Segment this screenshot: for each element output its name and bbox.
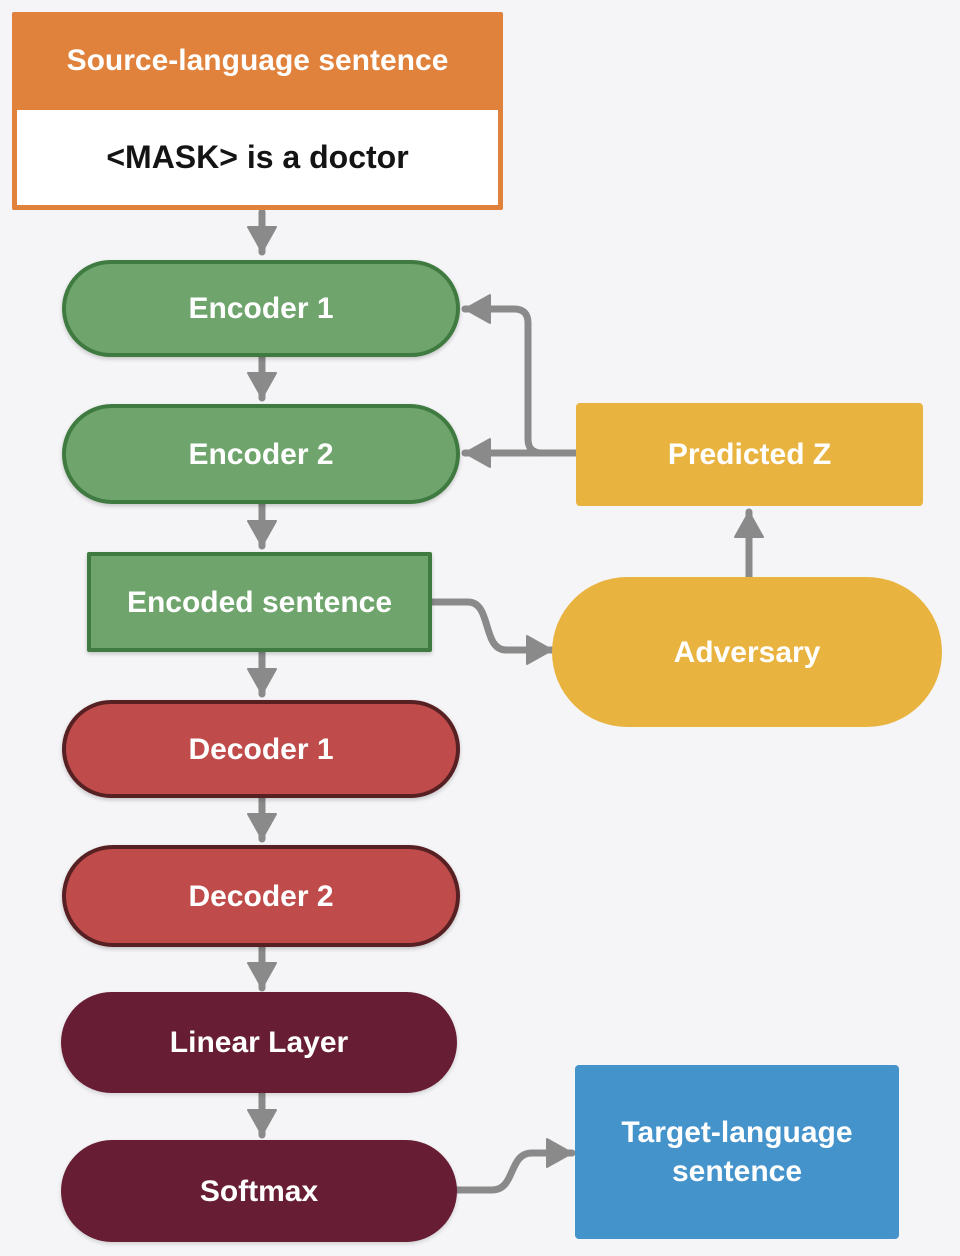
source-language-sentence-header: Source-language sentence xyxy=(12,12,503,110)
arrow-encoded-sentence-to-adversary xyxy=(428,598,556,665)
linear-layer-node: Linear Layer xyxy=(61,992,457,1093)
linear-layer-label: Linear Layer xyxy=(169,1026,349,1059)
arrow-softmax-to-target-sentence xyxy=(452,1138,576,1194)
masked-sentence-box: <MASK> is a doctor xyxy=(17,110,498,205)
adversary-label: Adversary xyxy=(673,635,821,669)
softmax-label: Softmax xyxy=(199,1174,319,1208)
target-sentence-label: Target-language sentence xyxy=(621,1116,853,1188)
softmax-node: Softmax xyxy=(61,1140,457,1242)
decoder2-label: Decoder 2 xyxy=(188,879,334,913)
source-language-sentence-label: Source-language sentence xyxy=(66,44,449,77)
predicted-z-label: Predicted Z xyxy=(667,438,832,471)
target-sentence-node: Target-language sentence xyxy=(575,1065,899,1239)
encoder1-node: Encoder 1 xyxy=(62,260,460,357)
source-sentence-group: Source-language sentence <MASK> is a doc… xyxy=(12,12,503,210)
decoder2-node: Decoder 2 xyxy=(62,845,460,947)
encoder2-node: Encoder 2 xyxy=(62,404,460,504)
adversary-node: Adversary xyxy=(552,577,942,727)
decoder1-node: Decoder 1 xyxy=(62,700,460,798)
encoder1-label: Encoder 1 xyxy=(188,292,334,325)
arrow-predicted-z-to-encoder1 xyxy=(461,294,580,457)
encoded-sentence-node: Encoded sentence xyxy=(87,552,432,652)
decoder1-label: Decoder 1 xyxy=(188,732,334,766)
encoder2-label: Encoder 2 xyxy=(188,437,334,471)
encoded-sentence-label: Encoded sentence xyxy=(126,585,393,619)
predicted-z-node: Predicted Z xyxy=(576,403,923,506)
masked-sentence-label: <MASK> is a doctor xyxy=(106,139,409,175)
